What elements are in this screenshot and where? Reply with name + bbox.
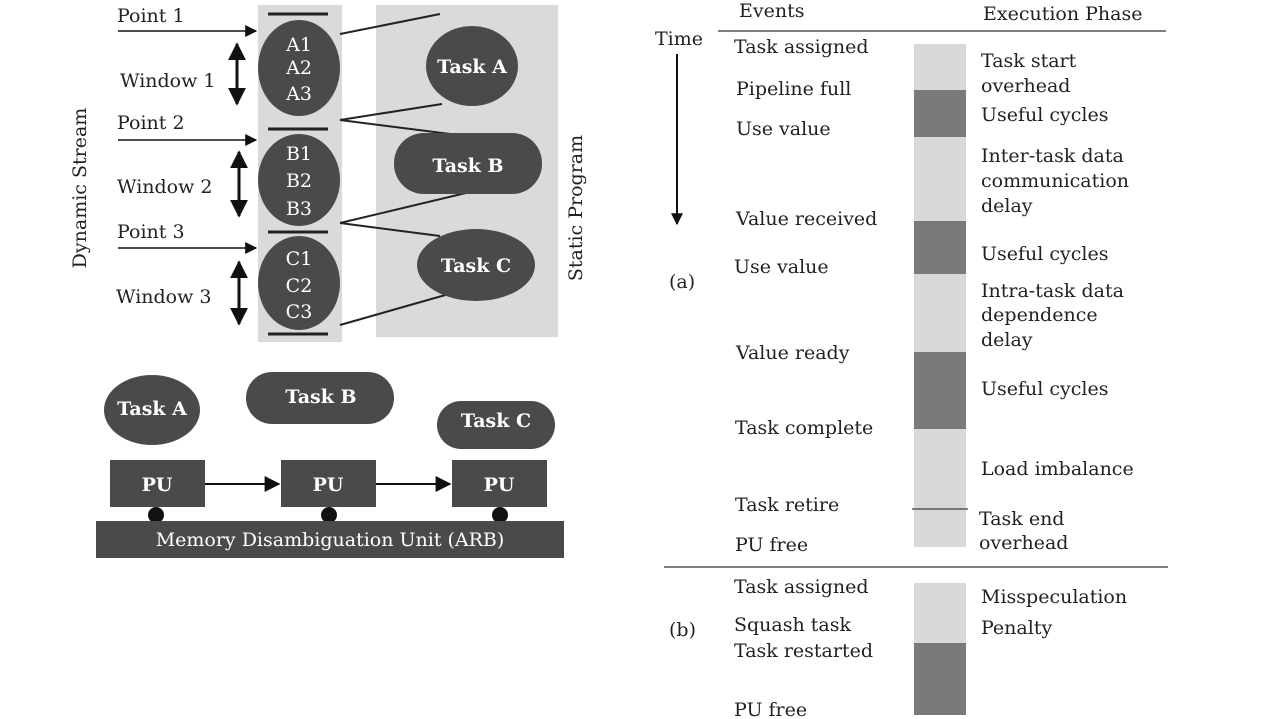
node-a3: A3 [285,83,312,105]
execution-phase-header: Execution Phase [983,3,1142,25]
pu-task-b-label: Task B [285,386,356,408]
node-b3: B3 [286,198,312,220]
bus-dot [492,507,508,523]
phase-bar-useful-3 [914,352,966,429]
phase-intratask-line1: Intra-task data [981,280,1124,302]
event-b-task-assigned: Task assigned [734,576,869,598]
static-task-c-shape [417,229,535,301]
time-label: Time [655,28,703,50]
point-3-label: Point 3 [117,221,185,243]
event-value-received: Value received [735,208,877,230]
pu-3-label: PU [484,474,515,496]
phase-start-overhead-line1: Task start [981,50,1077,72]
point-2-label: Point 2 [117,112,185,134]
event-task-complete: Task complete [735,417,873,439]
phase-useful-1: Useful cycles [981,104,1108,126]
phase-start-overhead-line2: overhead [981,75,1070,97]
pu-1-box [110,460,205,507]
pu-2-box [281,460,376,507]
phase-bar-start-overhead [914,44,966,90]
pu-1-label: PU [142,474,173,496]
pu-task-a-label: Task A [117,398,187,420]
memory-unit-box [96,521,564,558]
pu-2-label: PU [313,474,344,496]
phase-bar-load-imbalance [914,429,966,509]
pu-task-c-label: Task C [461,410,531,432]
phase-intratask-line3: delay [981,329,1033,351]
event-use-value-2: Use value [734,256,829,278]
link-line [339,191,471,224]
phase-bar-useful-2 [914,221,966,274]
bus-dot [148,507,164,523]
node-b2: B2 [286,170,312,192]
phase-bar-useful-1 [914,90,966,137]
phase-bar-restart-useful [914,643,966,715]
point-1-label: Point 1 [117,5,185,27]
bus-dot [321,507,337,523]
window-2-label: Window 2 [117,176,213,198]
phase-load-imbalance: Load imbalance [981,458,1134,480]
link-line [339,13,441,35]
event-b-pu-free: PU free [734,699,807,719]
static-task-c-label: Task C [441,255,511,277]
events-header: Events [739,0,804,22]
event-pipeline-full: Pipeline full [736,78,851,100]
event-b-task-restarted: Task restarted [734,640,873,662]
phase-intertask-line1: Inter-task data [981,145,1124,167]
phase-intertask-line3: delay [981,195,1033,217]
event-pu-free: PU free [735,534,808,556]
node-a2: A2 [285,57,312,79]
node-c1: C1 [286,248,313,270]
group-b-node [258,134,340,226]
node-b1: B1 [286,143,312,165]
group-a-node [258,20,340,116]
pu-task-c-shape [437,401,555,449]
pu-task-b-shape [246,372,394,424]
phase-intratask-line2: dependence [981,304,1098,326]
part-b-label: (b) [669,619,696,641]
event-use-value: Use value [736,118,831,140]
phase-bar-end-overhead [914,509,966,547]
link-line [339,103,443,121]
memory-unit-label: Memory Disambiguation Unit (ARB) [156,529,505,551]
phase-bar-misspeculation [914,583,966,643]
window-1-label: Window 1 [120,70,216,92]
phase-intertask-line2: communication [981,170,1129,192]
pu-3-box [452,460,547,507]
static-task-a-shape [426,26,518,106]
event-b-squash-task: Squash task [734,614,851,636]
phase-useful-2: Useful cycles [981,243,1108,265]
link-line [339,119,451,135]
node-c2: C2 [286,275,313,297]
event-task-retire: Task retire [735,494,839,516]
phase-misspeculation: Misspeculation [981,586,1127,608]
pu-task-a-shape [104,375,200,445]
phase-bar-intratask-delay [914,274,966,352]
link-line [339,222,441,237]
part-a-label: (a) [669,271,695,293]
dynamic-stream-label: Dynamic Stream [69,108,91,269]
phase-useful-3: Useful cycles [981,378,1108,400]
event-value-ready: Value ready [735,342,850,364]
phase-penalty: Penalty [981,617,1052,639]
node-c3: C3 [286,301,313,323]
phase-bar-intertask-delay [914,137,966,221]
static-program-label: Static Program [565,135,587,281]
static-task-b-label: Task B [432,155,503,177]
node-a1: A1 [285,34,312,56]
group-c-node [258,236,340,330]
static-task-a-label: Task A [437,56,507,78]
window-3-label: Window 3 [116,286,212,308]
event-task-assigned: Task assigned [734,36,869,58]
static-task-b-shape [394,133,542,194]
phase-end-overhead-line2: overhead [979,532,1068,554]
phase-end-overhead-line1: Task end [979,508,1064,530]
